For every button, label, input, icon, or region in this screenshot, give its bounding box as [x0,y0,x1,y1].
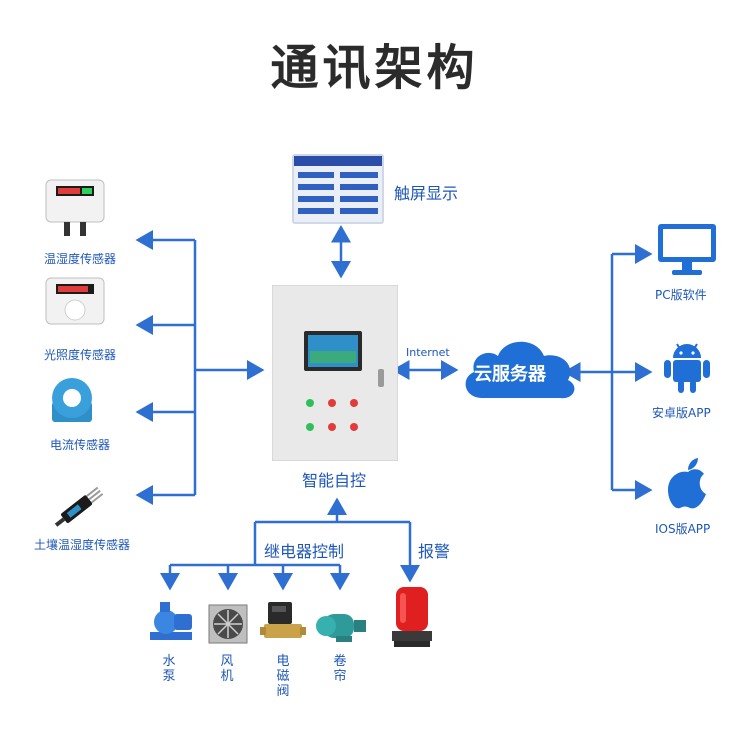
client-label-pc: PC版软件 [655,288,707,302]
controller-label: 智能自控 [302,471,367,490]
sensor-label-current: 电流传感器 [50,438,111,452]
apple-icon [668,458,706,509]
actuator-label-valve: 电磁阀 [276,654,290,699]
cloud-label: 云服务器 [474,364,546,385]
current-sensor-icon [52,378,92,422]
sensor-label-light: 光照度传感器 [44,348,117,362]
relay-control-label: 继电器控制 [264,542,345,561]
client-label-ios: IOS版APP [655,522,711,536]
android-icon [664,343,710,393]
soil-sensor-icon [54,486,104,527]
touchscreen-label: 触屏显示 [394,184,459,203]
internet-label: Internet [406,346,450,359]
fan-icon [208,604,248,644]
alarm-label: 报警 [418,542,451,561]
monitor-icon [658,224,716,275]
sensor-label-soil: 土壤温湿度传感器 [34,538,131,552]
solenoid-valve-icon [260,602,306,638]
touchscreen-icon [292,154,384,224]
actuator-label-fan: 风机 [220,654,234,684]
control-cabinet-icon [272,285,398,461]
alarm-light-icon [392,587,432,647]
water-pump-icon [150,602,192,640]
client-label-android: 安卓版APP [652,406,711,420]
actuator-label-roller: 卷帘 [333,654,347,684]
page-title: 通讯架构 [270,40,479,96]
light-sensor-icon [45,277,105,325]
cloud-icon [465,341,575,399]
temp-humidity-sensor-icon [45,179,105,236]
roller-motor-icon [316,614,366,642]
actuator-label-pump: 水泵 [162,654,176,684]
sensor-label-temp: 温湿度传感器 [44,252,117,266]
